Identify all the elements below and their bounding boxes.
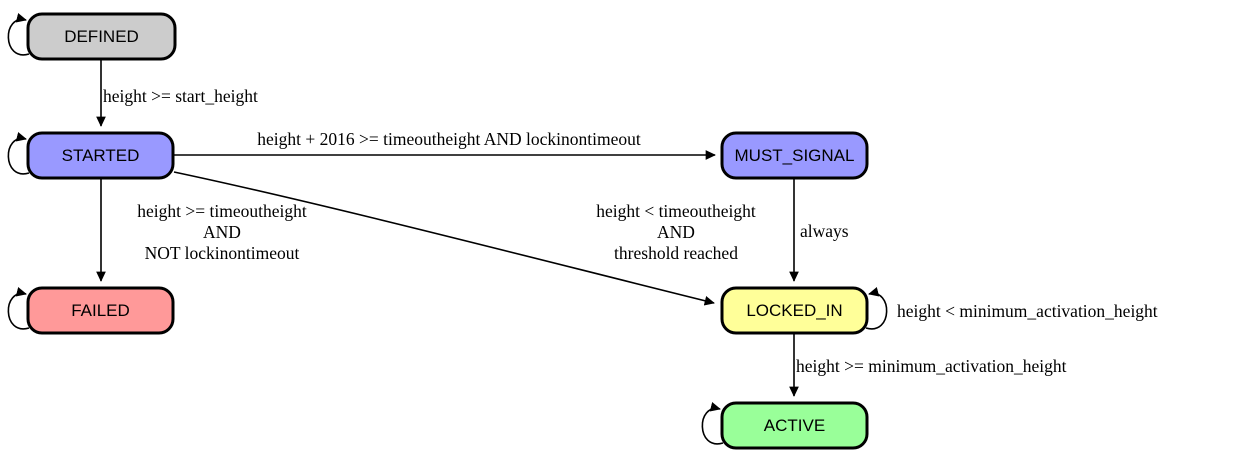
edge-label-started-to-failed-line-2: AND <box>203 222 241 242</box>
state-node-started[interactable]: STARTED <box>26 131 175 180</box>
state-node-active-shape[interactable] <box>720 401 869 450</box>
state-node-defined-label: DEFINED <box>64 27 139 46</box>
state-node-active-label: ACTIVE <box>764 416 825 435</box>
state-node-must-signal-label: MUST_SIGNAL <box>735 146 855 165</box>
edge-locked-in-self-loop: height < minimum_activation_height <box>865 287 1158 330</box>
edge-defined-self-loop <box>7 13 30 56</box>
edge-failed-self-loop <box>7 287 30 330</box>
edge-started-to-must-signal: height + 2016 >= timeoutheight AND locki… <box>173 129 716 160</box>
state-node-active[interactable]: ACTIVE <box>720 401 869 450</box>
edge-started-to-locked-in: height < timeoutheight AND threshold rea… <box>173 171 756 306</box>
edge-label-locked-in-to-active: height >= minimum_activation_height <box>796 356 1067 376</box>
state-node-must-signal-shape[interactable] <box>720 131 869 180</box>
edge-started-self-loop <box>7 132 30 175</box>
edge-label-started-to-locked-in-line-2: AND <box>657 222 695 242</box>
edge-label-started-to-locked-in-line-3: threshold reached <box>614 243 738 263</box>
state-node-started-label: STARTED <box>62 146 140 165</box>
edge-locked-in-to-active: height >= minimum_activation_height <box>789 333 1067 397</box>
edge-label-defined-to-started: height >= start_height <box>103 86 258 106</box>
edge-label-started-to-failed-line-3: NOT lockinontimeout <box>145 243 300 263</box>
edge-label-locked-in-self-loop: height < minimum_activation_height <box>897 301 1158 321</box>
state-node-locked-in-label: LOCKED_IN <box>746 301 842 320</box>
edge-started-to-failed: height >= timeoutheight AND NOT lockinon… <box>96 178 307 282</box>
state-node-started-shape[interactable] <box>26 131 175 180</box>
edge-active-self-loop <box>701 402 724 445</box>
state-node-locked-in-shape[interactable] <box>720 286 869 335</box>
state-node-defined-shape[interactable] <box>26 12 177 61</box>
state-node-failed[interactable]: FAILED <box>26 286 175 335</box>
edge-label-started-to-locked-in-line-1: height < timeoutheight <box>596 201 756 221</box>
state-node-defined[interactable]: DEFINED <box>26 12 177 61</box>
state-node-failed-shape[interactable] <box>26 286 175 335</box>
state-node-must-signal[interactable]: MUST_SIGNAL <box>720 131 869 180</box>
state-node-locked-in[interactable]: LOCKED_IN <box>720 286 869 335</box>
edge-must-signal-to-locked-in: always <box>789 178 849 282</box>
state-node-failed-label: FAILED <box>71 301 130 320</box>
edge-label-started-to-failed-line-1: height >= timeoutheight <box>137 201 307 221</box>
edge-label-must-signal-to-locked-in: always <box>800 221 849 241</box>
edge-defined-to-started: height >= start_height <box>96 59 258 127</box>
edge-label-started-to-must-signal: height + 2016 >= timeoutheight AND locki… <box>257 129 641 149</box>
